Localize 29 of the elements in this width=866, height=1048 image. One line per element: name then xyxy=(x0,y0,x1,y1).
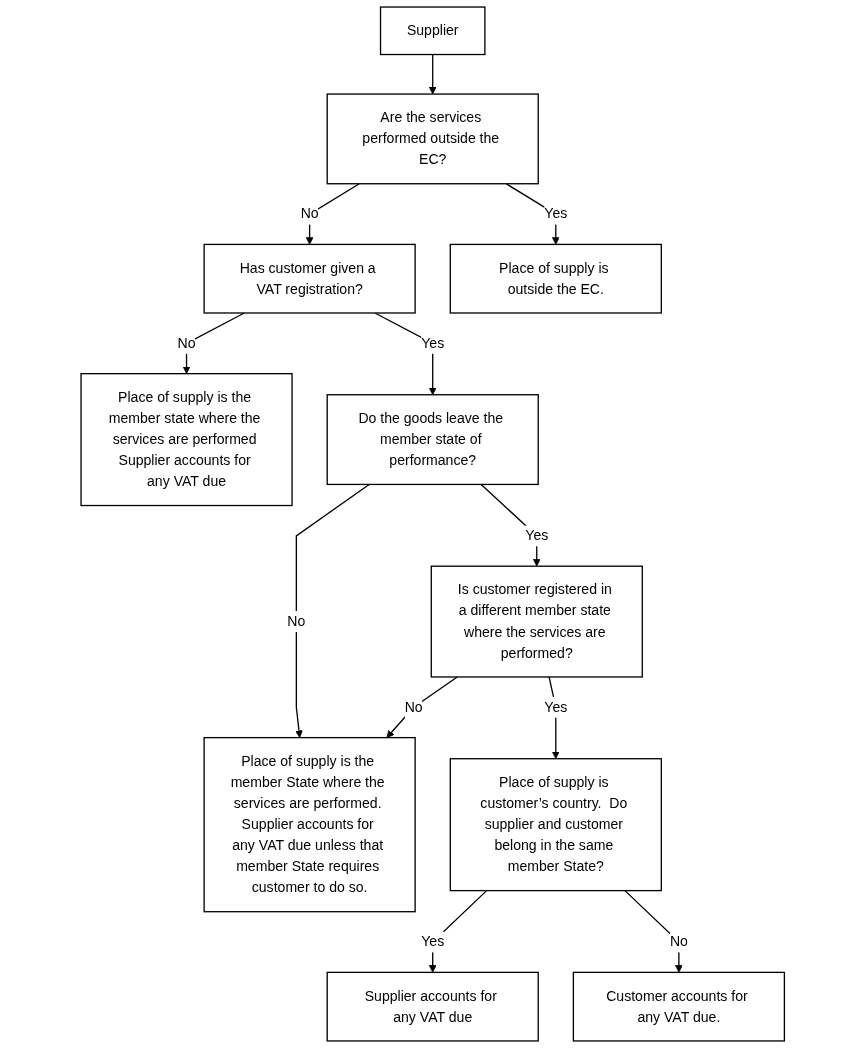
node-box: Supplier accounts for any VAT due xyxy=(326,971,540,1042)
edge-label: Yes xyxy=(525,527,549,543)
edge-label: No xyxy=(404,699,423,715)
edge-label: No xyxy=(670,934,689,950)
arrow xyxy=(374,312,437,396)
arrow xyxy=(295,483,371,738)
edge-label: No xyxy=(177,335,196,351)
arrow xyxy=(429,53,437,95)
arrow xyxy=(386,676,459,738)
edge-label: Yes xyxy=(421,335,445,351)
edge-label: Yes xyxy=(544,206,568,222)
edge-label: Yes xyxy=(421,934,445,950)
arrow xyxy=(480,483,541,567)
node-box: Do the goods leave the member state of performance? xyxy=(326,394,540,486)
node-box: Is customer registered in a different member state where the services are performed? xyxy=(430,565,644,678)
node-box: Place of supply is outside the EC. xyxy=(449,243,663,314)
arrow xyxy=(429,889,488,973)
edge-label: No xyxy=(287,613,306,629)
node-box: Place of supply is the member State where the services are performed. Supplier accounts for any VAT due unless that member State requires customer to do so. xyxy=(203,736,417,913)
node-box: Supplier xyxy=(380,6,486,56)
node-box: Are the services performed outside the EC? xyxy=(326,93,540,185)
edge-label: No xyxy=(300,206,319,222)
node-box: Customer accounts for any VAT due. xyxy=(573,971,786,1042)
arrow xyxy=(548,676,560,760)
edge-label: Yes xyxy=(544,699,568,715)
node-box: Has customer given a VAT registration? xyxy=(203,243,417,314)
node-box: Place of supply is the member state where the services are performed Supplier accounts for any VAT due xyxy=(80,373,293,507)
arrow xyxy=(624,889,684,973)
node-box: Place of supply is customer’s country. Do supplier and customer belong in the same member State? xyxy=(449,758,663,892)
